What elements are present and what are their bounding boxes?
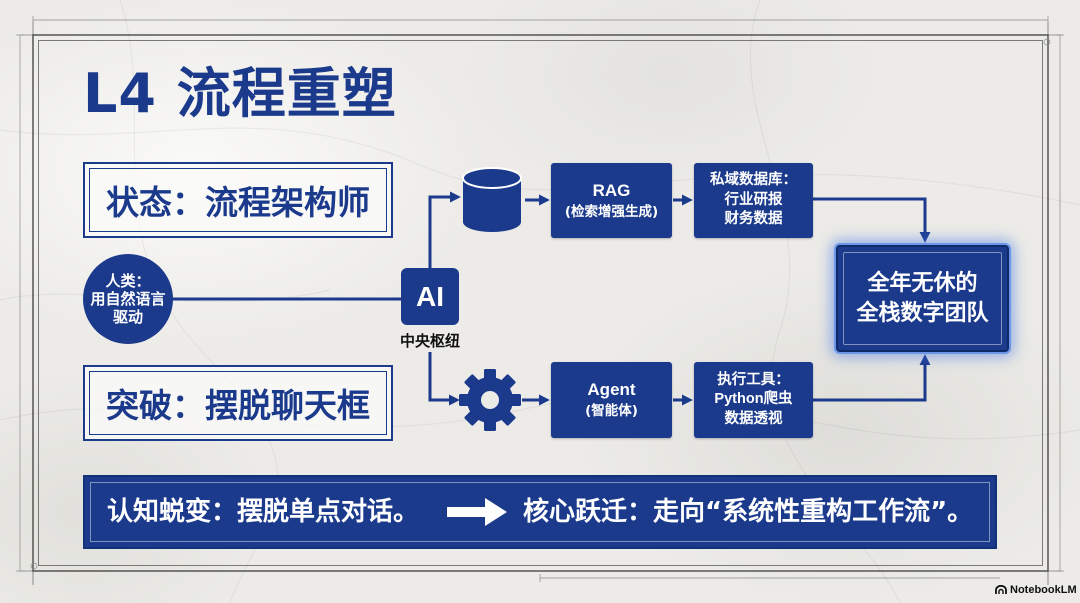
- arrow-right-icon: [447, 498, 507, 526]
- private-db-node: 私域数据库： 行业研报 财务数据: [694, 163, 813, 238]
- human-line-2: 用自然语言: [90, 290, 166, 308]
- banner-from-text: 认知蜕变：摆脱单点对话。: [107, 497, 420, 527]
- private-db-to-outcome-connector: [813, 197, 931, 243]
- ai-to-database-connector: [428, 191, 461, 268]
- tools-item-1: Python爬虫: [714, 391, 793, 408]
- state-label: 状态：流程架构师: [106, 183, 370, 222]
- outcome-line-1: 全年无休的: [867, 270, 978, 296]
- agent-node: Agent (智能体): [551, 362, 672, 438]
- private-db-item-1: 行业研报: [724, 191, 783, 208]
- ai-hub-label: AI: [416, 280, 444, 312]
- gear-icon: [459, 369, 521, 431]
- ai-hub-node: AI: [401, 268, 459, 325]
- rag-subtitle: (检索增强生成): [564, 203, 659, 220]
- tools-node: 执行工具： Python爬虫 数据透视: [694, 362, 813, 438]
- state-box: 状态：流程架构师: [83, 162, 393, 238]
- database-icon: [462, 167, 522, 232]
- agent-title: Agent: [587, 380, 636, 399]
- tools-title: 执行工具：: [717, 371, 790, 388]
- tools-item-2: 数据透视: [724, 410, 783, 427]
- summary-banner: 认知蜕变：摆脱单点对话。 核心跃迁：走向“系统性重构工作流”。: [83, 475, 997, 549]
- brand-mark: NotebookLM: [995, 584, 1077, 596]
- banner-to-text: 核心跃迁：走向“系统性重构工作流”。: [523, 497, 974, 527]
- brand-name: NotebookLM: [1010, 584, 1077, 596]
- rag-title: RAG: [592, 180, 631, 200]
- ai-hub-caption: 中央枢纽: [399, 332, 460, 350]
- breakthrough-label: 突破：摆脱聊天框: [106, 386, 370, 425]
- ai-to-gear-connector: [428, 352, 460, 406]
- rag-node: RAG (检索增强生成): [551, 163, 672, 238]
- page-title: L4 流程重塑: [83, 62, 397, 125]
- private-db-item-2: 财务数据: [724, 211, 783, 228]
- human-node: 人类： 用自然语言 驱动: [83, 254, 173, 344]
- notebooklm-logo-icon: [995, 585, 1007, 594]
- dimension-lines: [16, 16, 1064, 582]
- human-line-1: 人类：: [105, 272, 151, 290]
- outcome-line-2: 全栈数字团队: [856, 300, 989, 326]
- agent-subtitle: (智能体): [585, 403, 638, 419]
- human-line-3: 驱动: [112, 308, 143, 326]
- frame-lines: [20, 22, 1062, 585]
- outcome-node: 全年无休的 全栈数字团队: [836, 245, 1009, 352]
- private-db-title: 私域数据库：: [710, 172, 797, 189]
- breakthrough-box: 突破：摆脱聊天框: [83, 365, 393, 441]
- tools-to-outcome-connector: [813, 354, 931, 402]
